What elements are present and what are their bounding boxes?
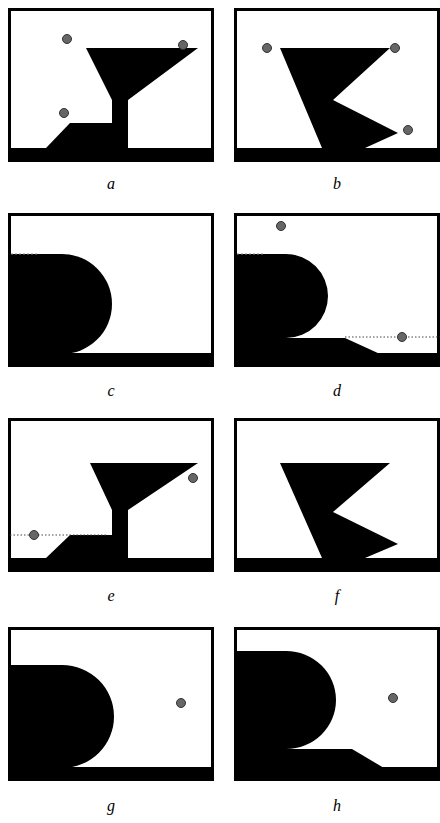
scene-panel bbox=[234, 215, 440, 368]
scene-panel bbox=[8, 10, 214, 163]
scene-panel bbox=[8, 629, 214, 782]
panel-letter: d bbox=[333, 383, 341, 399]
scene-panel bbox=[234, 629, 440, 782]
scene-panel bbox=[8, 215, 214, 368]
scene-panel bbox=[234, 10, 440, 163]
scene-panel bbox=[234, 420, 440, 573]
scene-panel bbox=[8, 420, 214, 573]
panel-letter: h bbox=[333, 798, 341, 814]
panel-letter: e bbox=[107, 588, 114, 604]
panel-letter: b bbox=[333, 176, 341, 192]
panel-letter: c bbox=[107, 383, 114, 399]
panel-letter: a bbox=[107, 176, 115, 192]
panel-letter: f bbox=[335, 588, 339, 604]
panel-letter: g bbox=[107, 798, 115, 814]
